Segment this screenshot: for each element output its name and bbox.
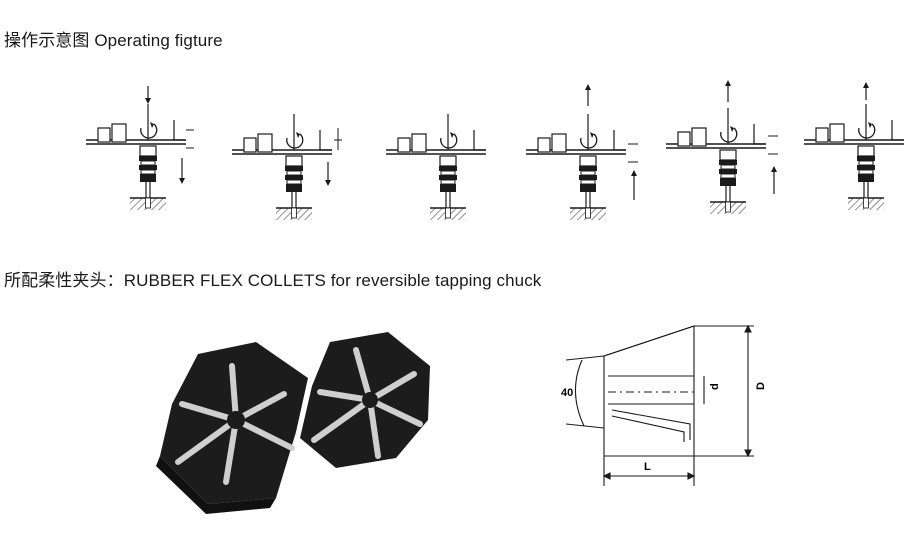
operating-step-2 (231, 113, 342, 221)
operating-figure-heading: 操作示意图 Operating figture (4, 31, 223, 50)
angle-label: 40 (561, 387, 573, 399)
operating-step-5 (665, 80, 778, 215)
large-diameter-label: D (755, 382, 767, 390)
length-label: L (644, 461, 651, 473)
operating-step-6 (803, 82, 905, 211)
collet-dimension-drawing (565, 324, 754, 486)
rubber-collet-right (300, 332, 430, 468)
small-diameter-label: d (709, 383, 721, 390)
operating-step-1 (85, 86, 194, 211)
operating-step-3 (385, 113, 487, 221)
rubber-flex-collets-heading: 所配柔性夹头：RUBBER FLEX COLLETS for reversibl… (4, 271, 542, 290)
operating-step-4 (525, 84, 638, 221)
rubber-collet-left (156, 342, 308, 514)
